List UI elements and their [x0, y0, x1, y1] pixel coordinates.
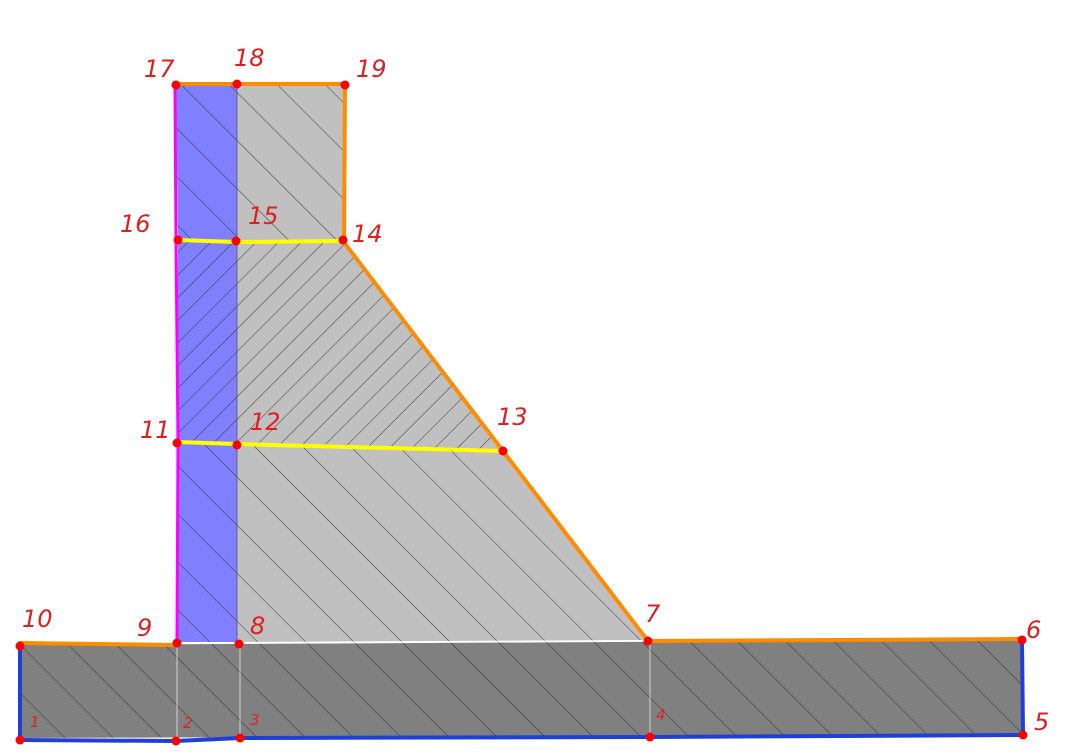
node-label-7: 7: [645, 600, 661, 628]
node-label-3: 3: [250, 711, 260, 729]
node-point-5: [1018, 730, 1028, 740]
node-point-2: [171, 736, 181, 746]
upstream-strip-lower-hatch: [177, 443, 237, 642]
node-label-6: 6: [1026, 616, 1041, 644]
node-label-9: 9: [137, 614, 152, 642]
node-label-19: 19: [356, 55, 387, 83]
node-point-3: [235, 733, 245, 743]
node-label-16: 16: [120, 210, 151, 238]
node-label-5: 5: [1034, 708, 1049, 736]
upstream-strip-middle-hatch: [177, 241, 237, 445]
dam-middle-block-hatch: [237, 241, 500, 450]
node-point-12: [232, 440, 242, 450]
node-point-18: [232, 79, 242, 89]
node-point-1: [15, 735, 25, 745]
node-point-9: [172, 638, 182, 648]
edge-blue-right: [1020, 640, 1025, 735]
node-label-2: 2: [183, 714, 193, 732]
node-label-14: 14: [352, 220, 383, 248]
dam-top-block-hatch: [237, 85, 344, 242]
dam-lower-block-hatch: [237, 445, 645, 642]
node-label-12: 12: [250, 408, 281, 436]
node-label-15: 15: [248, 202, 279, 230]
dam-body: [237, 85, 645, 642]
node-point-8: [234, 639, 244, 649]
foundation-slab: [20, 640, 1023, 740]
node-point-7: [643, 636, 653, 646]
node-point-11: [172, 438, 182, 448]
node-point-4: [645, 732, 655, 742]
node-point-13: [498, 446, 508, 456]
node-label-10: 10: [22, 605, 53, 633]
node-label-18: 18: [234, 44, 265, 72]
node-label-11: 11: [140, 416, 171, 444]
edge-orange-right-top: [342, 84, 347, 242]
edge-yellow-upper: [176, 238, 345, 245]
node-label-1: 1: [30, 713, 40, 731]
node-point-17: [171, 80, 181, 90]
node-point-14: [338, 235, 348, 245]
node-point-10: [15, 641, 25, 651]
node-point-6: [1017, 635, 1027, 645]
edge-magenta-left: [173, 84, 180, 643]
upstream-strip-top-hatch: [176, 85, 237, 242]
edge-orange-ground-left: [18, 641, 178, 647]
upstream-strip: [176, 85, 238, 642]
node-label-4: 4: [656, 706, 666, 724]
node-label-8: 8: [250, 612, 265, 640]
node-point-16: [173, 235, 183, 245]
node-label-13: 13: [497, 403, 528, 431]
foundation-hatch: [20, 640, 1023, 738]
node-label-17: 17: [144, 55, 175, 83]
node-point-19: [340, 80, 350, 90]
edge-orange-ground-right: [646, 637, 1024, 643]
node-point-15: [231, 236, 241, 246]
